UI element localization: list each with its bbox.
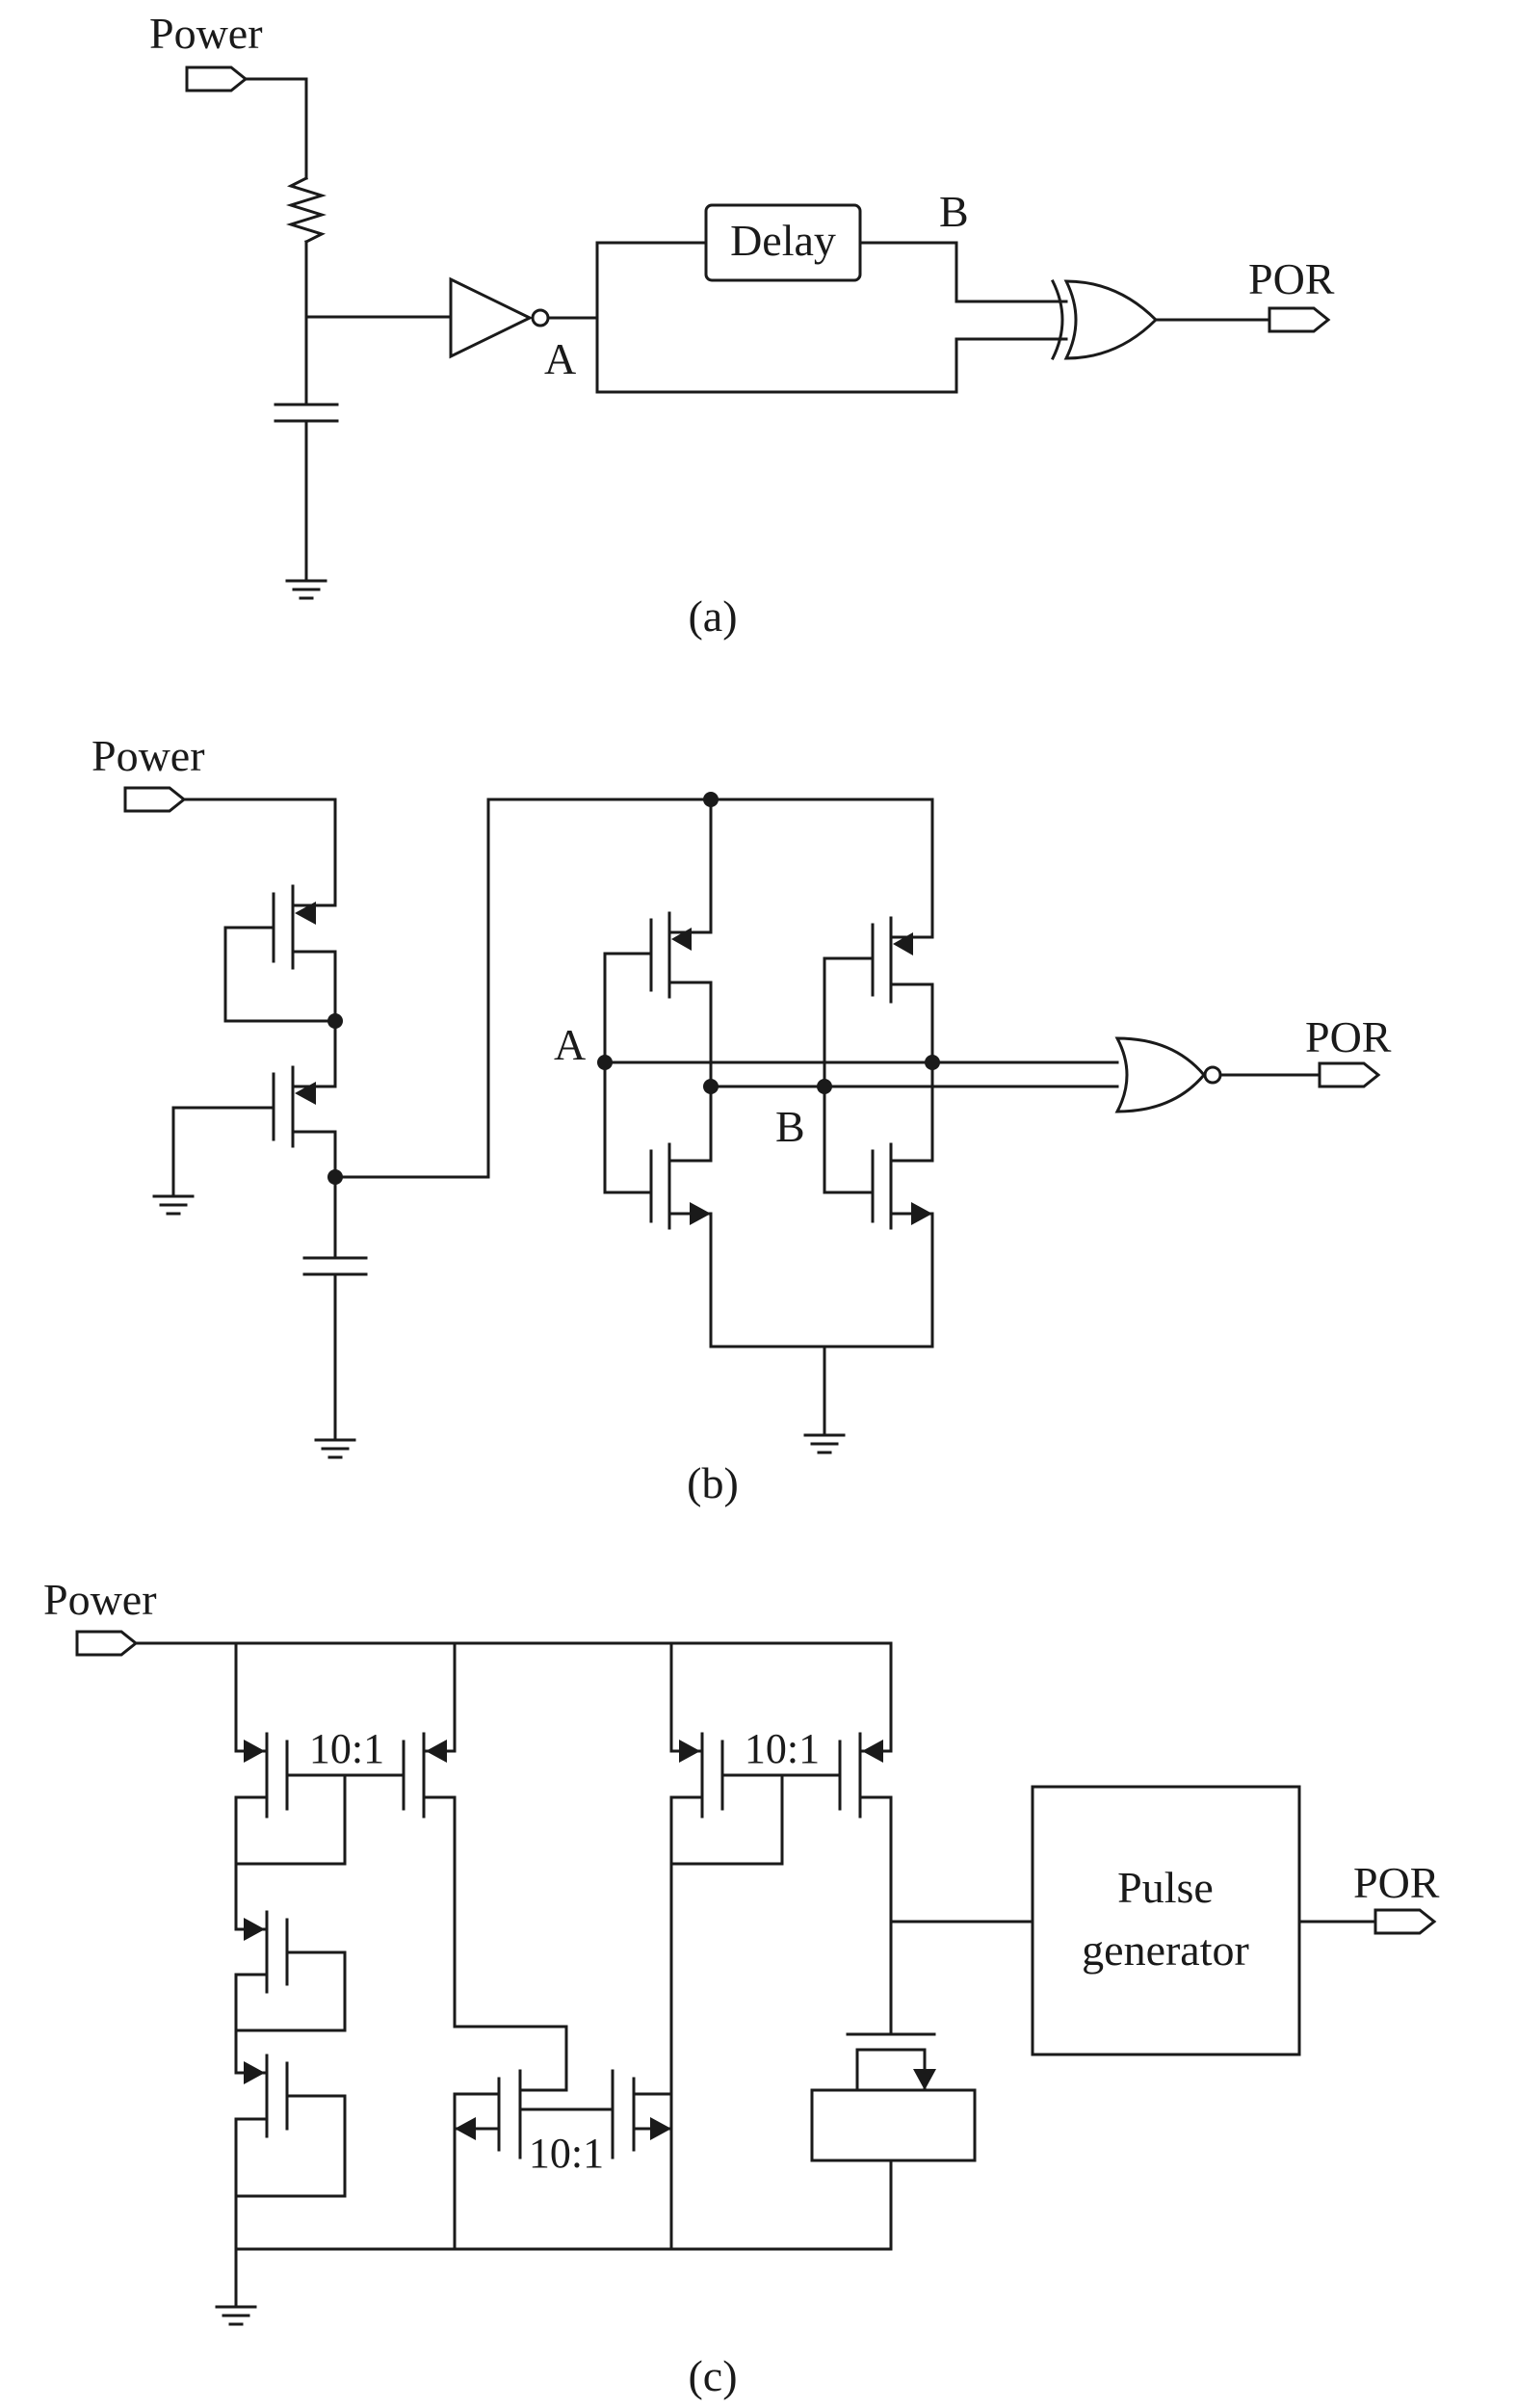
panel-b-power-label: Power: [92, 731, 205, 780]
panel-b-latch-left-inverter: [603, 798, 713, 1348]
panel-b-ground-icon-2: [314, 1438, 356, 1459]
panel-c-por-port: [1373, 1908, 1437, 1935]
panel-a-power-wire: [244, 77, 308, 180]
panel-c-pulse-generator: Pulse generator: [1031, 1785, 1301, 2056]
panel-a-delay-block: Delay: [704, 203, 862, 282]
panel-c-mirror-top-right: 10:1: [669, 1641, 893, 2018]
panel-b-node-b-label: B: [775, 1102, 805, 1151]
panel-a: Power A: [149, 9, 1335, 641]
panel-a-power-label: Power: [149, 9, 263, 58]
panel-a-capacitor: [274, 403, 339, 423]
panel-a-resistor: [285, 175, 327, 245]
panel-b-pmos-1: [223, 884, 337, 1023]
panel-b-caption: (b): [687, 1458, 739, 1507]
panel-c-diode-stack: [234, 1862, 347, 2251]
panel-c-output-nmos: [810, 2014, 977, 2251]
panel-c: Power 10:1: [43, 1575, 1440, 2400]
panel-b-pmos-2: [171, 1019, 337, 1198]
panel-c-pulse-generator-line2: generator: [1082, 1925, 1249, 1975]
panel-a-node-a-label: A: [544, 334, 576, 383]
panel-c-ratio-top-left: 10:1: [309, 1725, 384, 1772]
panel-c-ratio-top-right: 10:1: [745, 1725, 820, 1772]
panel-c-mirror-bottom: 10:1: [453, 1799, 673, 2251]
panel-c-ground-icon: [215, 2305, 257, 2326]
panel-b: Power: [92, 731, 1392, 1507]
panel-c-power-port: [75, 1630, 139, 1657]
panel-b-power-port: [123, 786, 187, 813]
panel-b-latch-right-inverter: [823, 916, 934, 1348]
panel-b-node-a-label: A: [554, 1020, 586, 1069]
panel-c-caption: (c): [688, 2351, 737, 2400]
panel-b-capacitor: [302, 1256, 368, 1276]
panel-b-por-port: [1318, 1061, 1381, 1088]
panel-a-inverter: [449, 276, 550, 359]
panel-a-por-label: POR: [1248, 254, 1335, 303]
panel-c-ratio-bottom: 10:1: [529, 2130, 604, 2177]
panel-c-mirror-top-left: 10:1: [234, 1641, 457, 2028]
panel-a-xor-gate: [1050, 278, 1159, 361]
panel-a-por-port: [1268, 306, 1331, 333]
panel-a-ground-icon: [285, 579, 327, 600]
panel-b-ground-icon-1: [152, 1194, 195, 1216]
panel-b-por-label: POR: [1305, 1012, 1392, 1061]
panel-a-node-b-label: B: [939, 187, 969, 236]
panel-c-pulse-generator-line1: Pulse: [1117, 1863, 1214, 1912]
panel-a-power-port: [185, 65, 248, 92]
panel-b-nor-gate: [1114, 1036, 1222, 1113]
panel-c-power-label: Power: [43, 1575, 157, 1624]
panel-b-ground-icon-3: [803, 1433, 846, 1454]
panel-c-por-label: POR: [1353, 1858, 1440, 1907]
panel-a-delay-label: Delay: [730, 216, 836, 265]
panel-a-caption: (a): [688, 591, 737, 641]
